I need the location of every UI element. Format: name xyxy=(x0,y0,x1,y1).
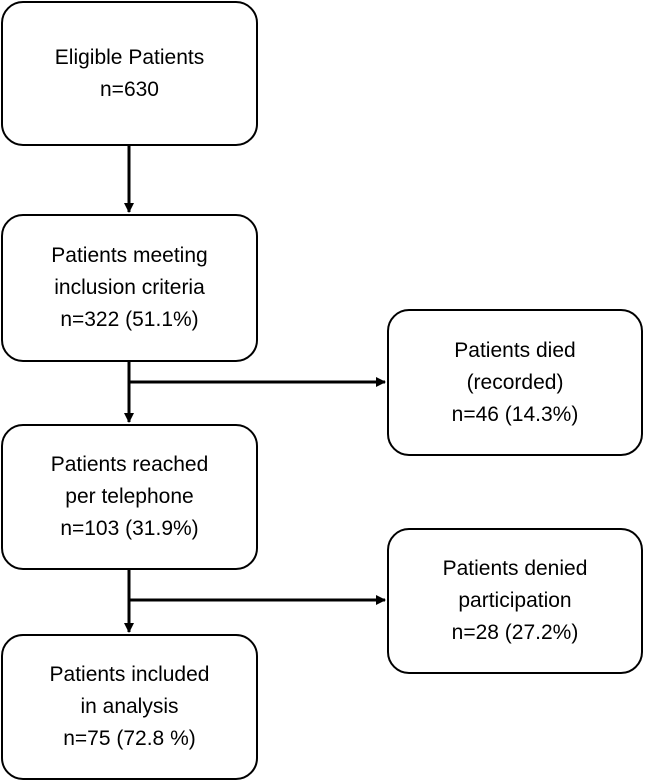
node-died-subtitle: (recorded) xyxy=(466,370,564,394)
node-denied-subtitle: participation xyxy=(458,589,572,612)
node-reached-count: n=103 (31.9%) xyxy=(60,517,199,540)
node-patients-included: Patients included in analysis n=75 (72.8… xyxy=(1,634,258,780)
node-eligible-patients: Eligible Patients n=630 xyxy=(1,1,258,146)
node-died-count: n=46 (14.3%) xyxy=(451,402,579,426)
node-denied-title: Patients denied xyxy=(442,557,588,580)
node-eligible-count: n=630 xyxy=(100,77,159,101)
node-denied-count: n=28 (27.2%) xyxy=(451,621,579,644)
node-inclusion-criteria: Patients meeting inclusion criteria n=32… xyxy=(1,214,258,362)
node-patients-died: Patients died (recorded) n=46 (14.3%) xyxy=(387,309,643,456)
node-included-title: Patients included xyxy=(49,663,210,686)
node-patients-reached: Patients reached per telephone n=103 (31… xyxy=(1,424,258,570)
node-inclusion-title: Patients meeting xyxy=(51,244,208,267)
node-reached-title: Patients reached xyxy=(50,453,209,476)
node-included-count: n=75 (72.8 %) xyxy=(63,727,196,750)
node-patients-denied: Patients denied participation n=28 (27.2… xyxy=(387,528,643,674)
node-reached-subtitle: per telephone xyxy=(65,485,194,508)
node-inclusion-count: n=322 (51.1%) xyxy=(60,308,199,331)
node-eligible-title: Eligible Patients xyxy=(54,45,205,69)
node-inclusion-subtitle: inclusion criteria xyxy=(54,276,205,299)
node-included-subtitle: in analysis xyxy=(80,695,179,718)
node-died-title: Patients died xyxy=(454,338,576,362)
